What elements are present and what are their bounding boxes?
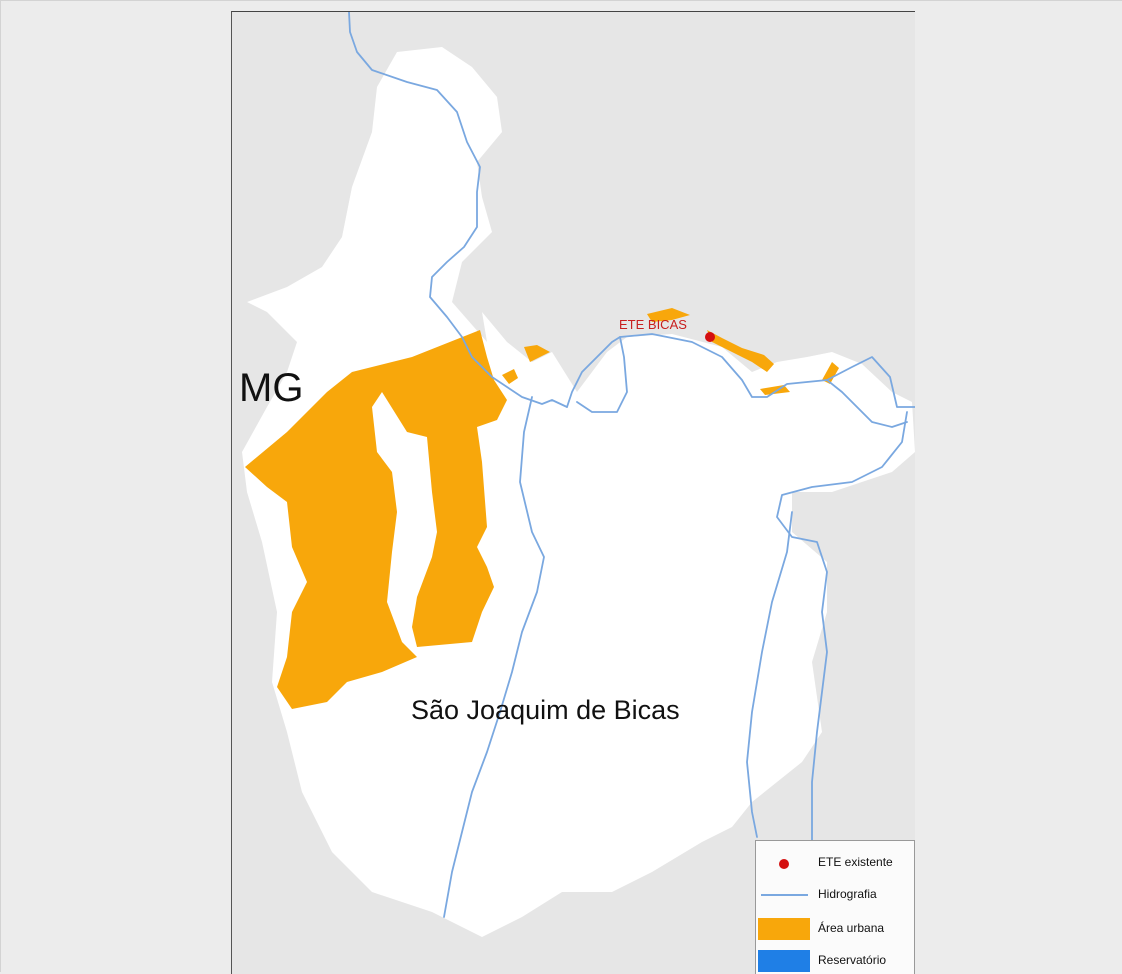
- legend-item-hydrography: Hidrografia: [756, 881, 914, 907]
- legend-label: ETE existente: [818, 855, 893, 869]
- urban-area: [524, 345, 550, 362]
- river-line: [746, 511, 793, 838]
- legend-label: Reservatório: [818, 953, 887, 967]
- legend-item-urban-area: Área urbana: [756, 915, 914, 941]
- municipality-area: [242, 47, 915, 937]
- blue-fill-icon: [758, 950, 810, 972]
- urban-area: [647, 308, 690, 322]
- river-line: [776, 411, 908, 873]
- urban-area: [245, 330, 507, 709]
- blue-line-icon: [761, 894, 808, 896]
- legend-label: Hidrografia: [818, 887, 877, 901]
- river-line: [443, 396, 545, 918]
- orange-fill-icon: [758, 918, 810, 940]
- red-dot-icon: [779, 859, 789, 869]
- ete-bicas-point[interactable]: [705, 332, 715, 342]
- map-panel: MG São Joaquim de Bicas ETE BICAS ETE ex…: [231, 11, 915, 974]
- state-label: MG: [239, 366, 304, 410]
- river-line: [348, 12, 568, 408]
- legend-label: Área urbana: [818, 921, 885, 935]
- urban-area: [707, 330, 774, 372]
- legend-item-reservoir: Reservatório: [756, 947, 914, 973]
- ete-point-label: ETE BICAS: [619, 317, 687, 332]
- urban-area: [502, 369, 518, 384]
- map-legend: ETE existente Hidrografia Área urbana Re…: [755, 840, 915, 974]
- legend-item-ete: ETE existente: [756, 849, 914, 875]
- map-canvas: [242, 12, 915, 937]
- river-line: [619, 333, 915, 408]
- river-line: [826, 379, 908, 428]
- urban-area: [822, 362, 839, 384]
- municipality-label: São Joaquim de Bicas: [411, 695, 680, 725]
